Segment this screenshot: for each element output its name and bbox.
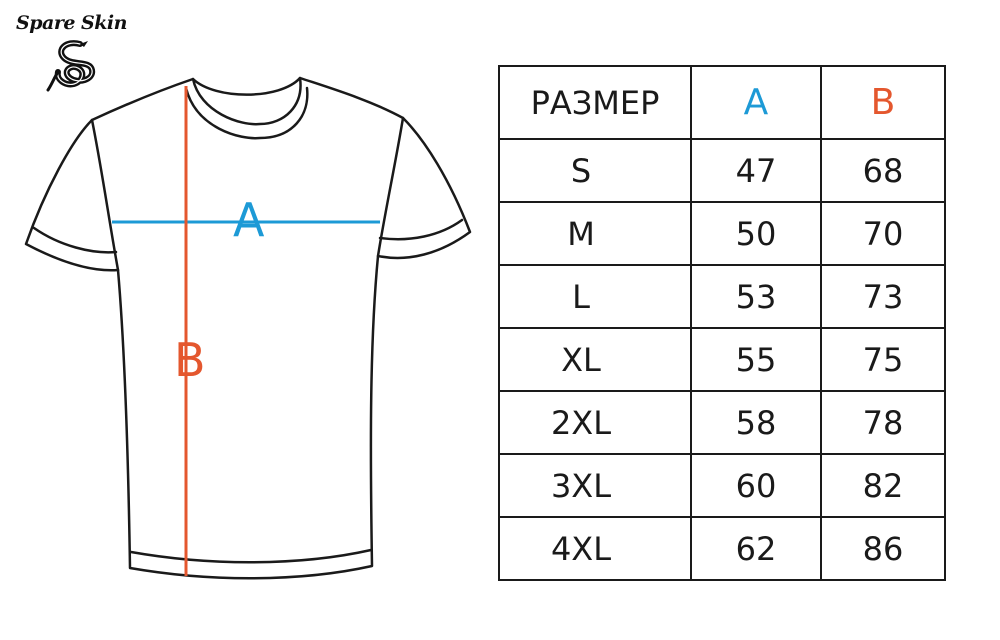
tshirt-outline (24, 76, 472, 580)
tshirt-diagram: A B (24, 76, 472, 580)
cell-b: 73 (820, 264, 946, 329)
cell-a: 60 (690, 453, 822, 518)
cell-size: M (498, 201, 692, 266)
cell-size: XL (498, 327, 692, 392)
cell-a: 53 (690, 264, 822, 329)
table-row: S 47 68 (498, 138, 946, 203)
cell-b: 68 (820, 138, 946, 203)
dimension-a-label: A (233, 193, 265, 247)
table-header-row: РАЗМЕР A B (498, 65, 946, 140)
cell-size: S (498, 138, 692, 203)
cell-b: 86 (820, 516, 946, 581)
table-row: 4XL 62 86 (498, 516, 946, 581)
cell-a: 62 (690, 516, 822, 581)
table-row: 2XL 58 78 (498, 390, 946, 455)
table-row: M 50 70 (498, 201, 946, 266)
header-a: A (690, 65, 822, 140)
snake-logo-icon (46, 40, 96, 92)
table-row: L 53 73 (498, 264, 946, 329)
dimension-b-label: B (174, 333, 206, 387)
header-b: B (820, 65, 946, 140)
brand-name: Spare Skin (16, 12, 127, 34)
cell-b: 82 (820, 453, 946, 518)
cell-b: 75 (820, 327, 946, 392)
table-row: 3XL 60 82 (498, 453, 946, 518)
cell-size: 3XL (498, 453, 692, 518)
cell-b: 78 (820, 390, 946, 455)
size-chart-table: РАЗМЕР A B S 47 68 M 50 70 L 53 73 XL 55… (498, 65, 946, 581)
cell-size: 4XL (498, 516, 692, 581)
header-size: РАЗМЕР (498, 65, 692, 140)
cell-a: 47 (690, 138, 822, 203)
table-row: XL 55 75 (498, 327, 946, 392)
cell-size: L (498, 264, 692, 329)
brand-logo: Spare Skin (10, 12, 132, 96)
cell-size: 2XL (498, 390, 692, 455)
cell-a: 50 (690, 201, 822, 266)
cell-a: 55 (690, 327, 822, 392)
cell-a: 58 (690, 390, 822, 455)
cell-b: 70 (820, 201, 946, 266)
